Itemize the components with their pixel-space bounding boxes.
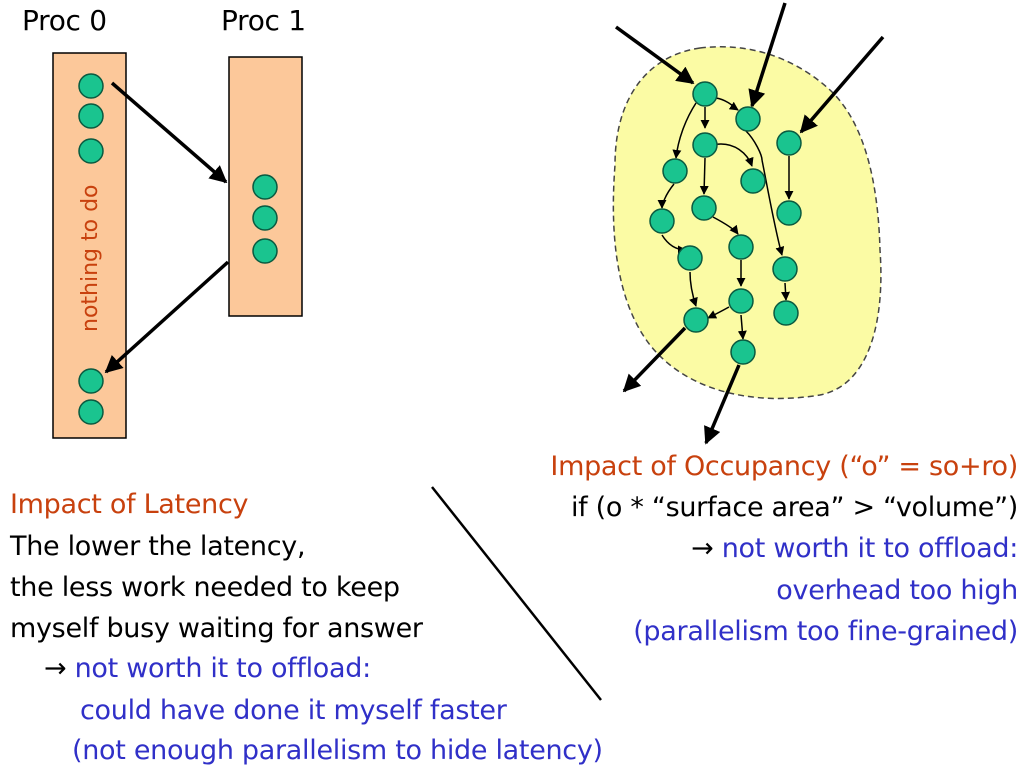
task-node	[735, 106, 761, 132]
task-node	[728, 288, 754, 314]
task-node	[662, 158, 688, 184]
offload-arrow	[110, 81, 228, 184]
task-graph-edges	[657, 97, 794, 340]
task-node	[776, 130, 802, 156]
task-node	[728, 234, 754, 260]
task-node	[692, 132, 718, 158]
task-node	[78, 399, 104, 425]
outgoing-arrow-2	[704, 364, 741, 445]
return-arrow	[104, 260, 230, 374]
occupancy-condition: if (o * “surface area” > “volume”)	[570, 492, 1018, 523]
task-node	[740, 168, 766, 194]
task-node	[773, 300, 799, 326]
latency-title: Impact of Latency	[10, 489, 249, 520]
incoming-arrow-3	[799, 35, 885, 134]
proc1-label: Proc 1	[221, 4, 306, 37]
task-node	[78, 103, 104, 129]
task-node	[252, 205, 278, 231]
separator-line	[431, 486, 602, 701]
proc0-label: Proc 0	[22, 4, 107, 37]
task-node	[649, 208, 675, 234]
latency-arrow: →	[44, 653, 67, 684]
proc0-nodes	[78, 73, 104, 425]
task-node	[252, 174, 278, 200]
latency-line-2: the less work needed to keep	[10, 572, 400, 603]
outgoing-arrow-1	[622, 326, 687, 393]
task-node	[692, 81, 718, 107]
occupancy-conclusion-3: (parallelism too fine-grained)	[633, 616, 1018, 647]
occupancy-title: Impact of Occupancy (“o” = so+ro)	[550, 451, 1018, 482]
incoming-arrow-2	[748, 2, 787, 108]
task-node	[776, 200, 802, 226]
latency-conclusion-2: could have done it myself faster	[80, 695, 507, 726]
latency-line-1: The lower the latency,	[10, 531, 306, 562]
occupancy-conclusion-1: → not worth it to offload:	[691, 528, 1018, 570]
task-node	[772, 256, 798, 282]
task-graph-nodes	[649, 81, 802, 365]
latency-conclusion-3: (not enough parallelism to hide latency)	[72, 735, 603, 766]
task-node	[730, 339, 756, 365]
task-node	[691, 195, 717, 221]
latency-line-3: myself busy waiting for answer	[10, 613, 423, 644]
task-node	[78, 368, 104, 394]
task-node	[78, 138, 104, 164]
latency-conclusion-text: not worth it to offload:	[74, 653, 372, 684]
task-node	[683, 307, 709, 333]
task-node	[78, 73, 104, 99]
proc1-nodes	[252, 174, 278, 264]
occupancy-conclusion-text: not worth it to offload:	[721, 533, 1019, 564]
task-node	[252, 238, 278, 264]
occupancy-conclusion-2: overhead too high	[776, 575, 1018, 606]
occupancy-arrow: →	[691, 533, 714, 564]
incoming-arrow-1	[614, 25, 695, 85]
idle-label: nothing to do	[78, 184, 103, 333]
latency-conclusion-1: → not worth it to offload:	[44, 648, 371, 690]
task-node	[677, 245, 703, 271]
